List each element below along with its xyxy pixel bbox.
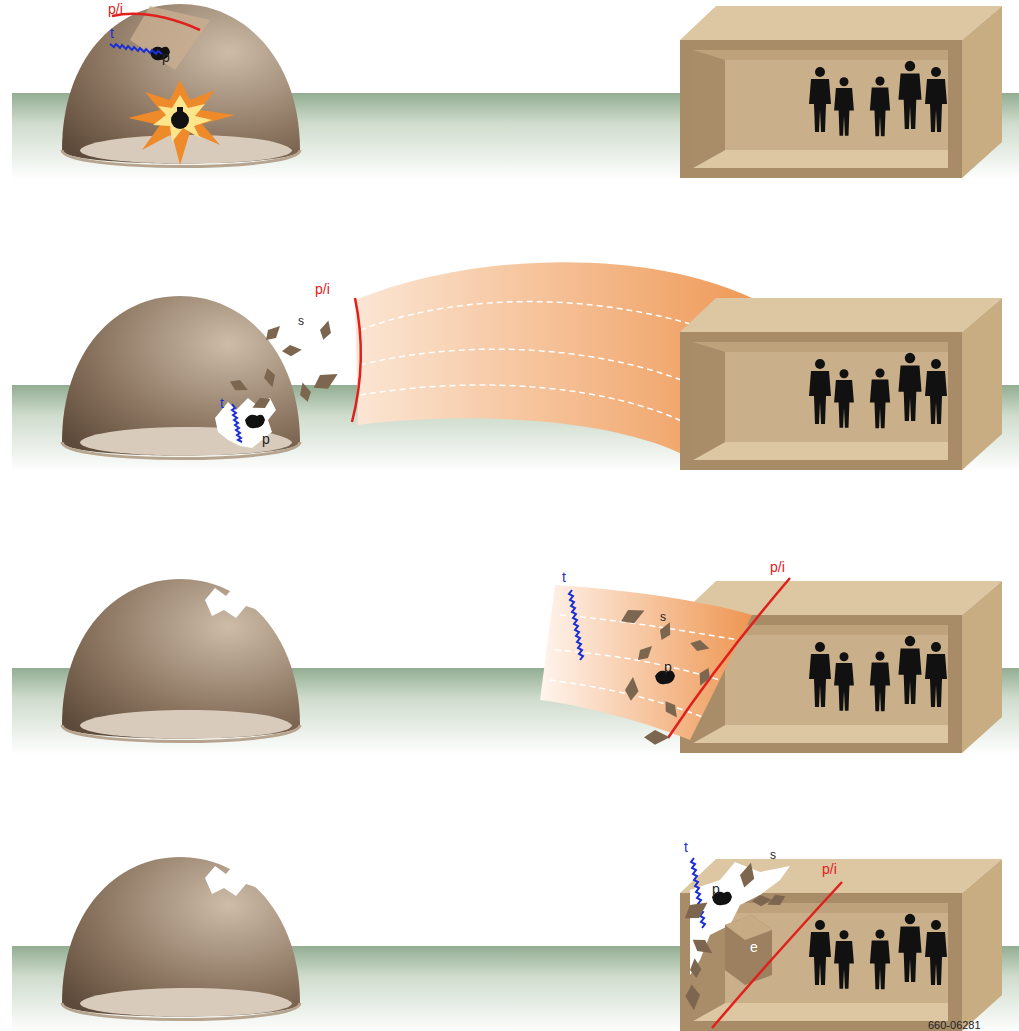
wave-label: t	[220, 396, 224, 410]
wave-label: t	[684, 840, 688, 854]
wave-label: p	[162, 50, 170, 64]
wave-label: s	[770, 848, 776, 862]
wave-label: p	[262, 432, 270, 446]
wave-label: s	[298, 314, 304, 328]
wave-label: t	[562, 570, 566, 584]
wave-label: p/i	[315, 282, 330, 296]
wave-label: s	[660, 610, 666, 624]
wave-label: t	[110, 26, 114, 40]
wave-label: p	[712, 882, 720, 896]
wave-label: p/i	[770, 560, 785, 574]
wave-label: e	[750, 940, 758, 954]
wave-label: p	[664, 660, 672, 674]
wave-label: p/i	[822, 862, 837, 876]
figure-number: 660-06281	[928, 1018, 981, 1031]
wave-label: p/i	[108, 2, 123, 16]
